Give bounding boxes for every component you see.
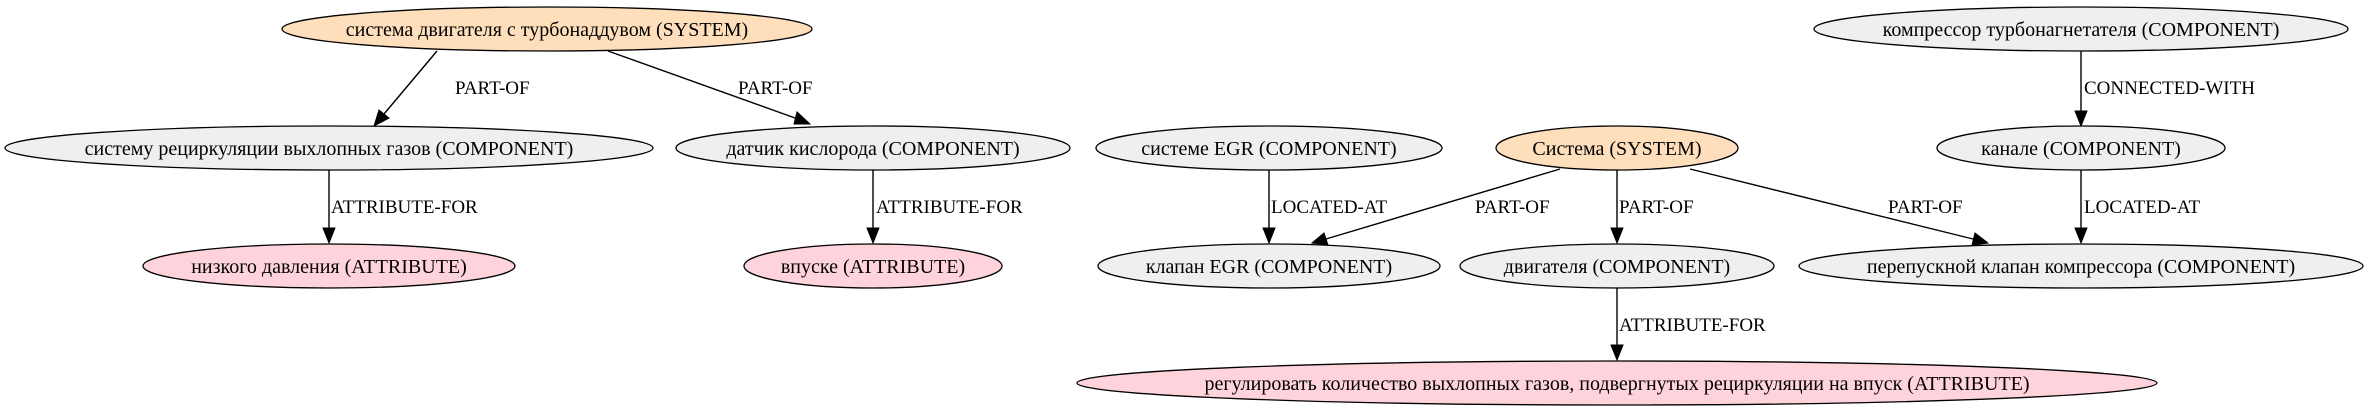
arrow-head xyxy=(2074,227,2088,245)
node-system[interactable]: Система (SYSTEM) xyxy=(1495,125,1739,171)
component-node-shape xyxy=(1798,243,2364,289)
edge-label: ATTRIBUTE-FOR xyxy=(331,197,478,218)
node-intake[interactable]: впуске (ATTRIBUTE) xyxy=(743,243,1003,289)
component-node-shape xyxy=(1459,243,1775,289)
node-label: система двигателя с турбонаддувом (SYSTE… xyxy=(346,19,748,41)
system-node-shape xyxy=(1495,125,1739,171)
edge-system-to-egr-valve: PART-OF xyxy=(1310,168,1561,246)
edge-channel-to-bypass-valve: LOCATED-AT xyxy=(2074,170,2200,245)
nodes: система двигателя с турбонаддувом (SYSTE… xyxy=(4,6,2364,406)
component-node-shape xyxy=(1095,125,1443,171)
node-egr-valve[interactable]: клапан EGR (COMPONENT) xyxy=(1097,243,1441,289)
node-label: клапан EGR (COMPONENT) xyxy=(1146,256,1392,278)
edge-compressor-to-channel: CONNECTED-WITH xyxy=(2074,51,2255,128)
node-oxygen-sensor[interactable]: датчик кислорода (COMPONENT) xyxy=(675,125,1071,171)
arrow-head xyxy=(373,109,390,128)
arrow-head xyxy=(322,227,336,245)
edge-egr-recirculation-to-low-pressure: ATTRIBUTE-FOR xyxy=(322,170,478,245)
node-egr-recirculation-system[interactable]: систему рециркуляции выхлопных газов (CO… xyxy=(4,125,654,171)
node-label: впуске (ATTRIBUTE) xyxy=(781,256,965,278)
arrow-head xyxy=(1971,232,1990,246)
arrow-head xyxy=(1310,232,1329,246)
edge-label: PART-OF xyxy=(1619,197,1694,218)
node-label: датчик кислорода (COMPONENT) xyxy=(726,138,1019,160)
edge-label: PART-OF xyxy=(1888,197,1963,218)
node-label: Система (SYSTEM) xyxy=(1532,138,1701,160)
edge-turbo-system-to-oxygen-sensor: PART-OF xyxy=(607,50,813,125)
arrow-head xyxy=(1610,344,1624,362)
edge-line xyxy=(1325,168,1561,240)
attribute-node-shape xyxy=(142,243,516,289)
edge-system-to-bypass-valve: PART-OF xyxy=(1689,168,1990,246)
edge-label: ATTRIBUTE-FOR xyxy=(1619,315,1766,336)
component-node-shape xyxy=(1813,6,2349,52)
edge-label: PART-OF xyxy=(738,78,813,99)
edge-label: ATTRIBUTE-FOR xyxy=(876,197,1023,218)
edge-egr-system-to-egr-valve: LOCATED-AT xyxy=(1262,170,1387,245)
component-node-shape xyxy=(675,125,1071,171)
node-label: систему рециркуляции выхлопных газов (CO… xyxy=(85,138,574,160)
node-label: компрессор турбонагнетателя (COMPONENT) xyxy=(1883,19,2280,41)
node-label: двигателя (COMPONENT) xyxy=(1504,256,1730,278)
edge-system-to-engine: PART-OF xyxy=(1610,170,1694,245)
node-regulate-exhaust-recirculation[interactable]: регулировать количество выхлопных газов,… xyxy=(1076,360,2158,406)
arrow-head xyxy=(1262,227,1276,245)
edges: PART-OF PART-OF ATTRIBUTE-FOR ATTRIBUTE-… xyxy=(322,50,2255,362)
system-node-shape xyxy=(281,6,813,52)
node-turbo-engine-system[interactable]: система двигателя с турбонаддувом (SYSTE… xyxy=(281,6,813,52)
edge-line xyxy=(383,50,438,115)
node-label: системе EGR (COMPONENT) xyxy=(1141,138,1396,160)
node-compressor-bypass-valve[interactable]: перепускной клапан компрессора (COMPONEN… xyxy=(1798,243,2364,289)
node-egr-system[interactable]: системе EGR (COMPONENT) xyxy=(1095,125,1443,171)
node-engine[interactable]: двигателя (COMPONENT) xyxy=(1459,243,1775,289)
edge-label: CONNECTED-WITH xyxy=(2084,78,2255,99)
node-low-pressure[interactable]: низкого давления (ATTRIBUTE) xyxy=(142,243,516,289)
edge-label: LOCATED-AT xyxy=(1271,197,1387,218)
attribute-node-shape xyxy=(743,243,1003,289)
attribute-node-shape xyxy=(1076,360,2158,406)
node-label: регулировать количество выхлопных газов,… xyxy=(1204,373,2029,395)
edge-label: PART-OF xyxy=(1475,197,1550,218)
edge-turbo-system-to-egr-recirculation: PART-OF xyxy=(373,50,530,128)
node-turbocharger-compressor[interactable]: компрессор турбонагнетателя (COMPONENT) xyxy=(1813,6,2349,52)
node-label: канале (COMPONENT) xyxy=(1981,138,2181,160)
component-node-shape xyxy=(1936,125,2226,171)
arrow-head xyxy=(1610,227,1624,245)
arrow-head xyxy=(2074,110,2088,128)
edge-oxygen-sensor-to-intake: ATTRIBUTE-FOR xyxy=(866,170,1023,245)
node-label: перепускной клапан компрессора (COMPONEN… xyxy=(1867,256,2295,278)
edge-label: LOCATED-AT xyxy=(2084,197,2200,218)
arrow-head xyxy=(793,111,812,125)
component-node-shape xyxy=(4,125,654,171)
arrow-head xyxy=(866,227,880,245)
edge-line xyxy=(1689,168,1974,240)
edge-engine-to-regulate: ATTRIBUTE-FOR xyxy=(1610,287,1766,362)
node-label: низкого давления (ATTRIBUTE) xyxy=(191,256,467,278)
component-node-shape xyxy=(1097,243,1441,289)
node-channel[interactable]: канале (COMPONENT) xyxy=(1936,125,2226,171)
edge-label: PART-OF xyxy=(455,78,530,99)
edge-line xyxy=(607,50,796,119)
